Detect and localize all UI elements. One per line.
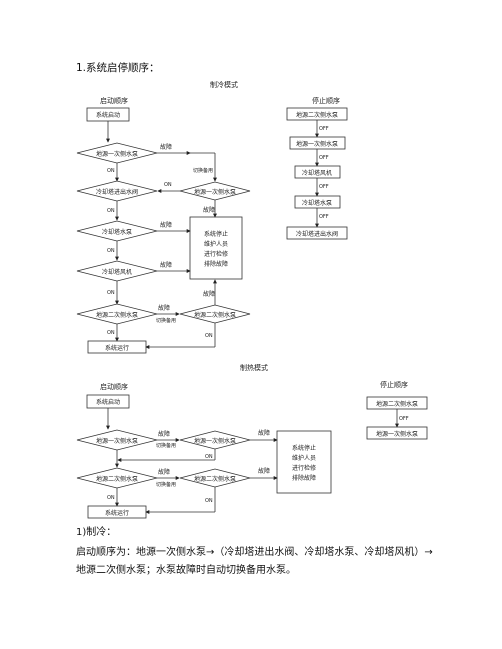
svg-text:故障: 故障: [258, 467, 270, 475]
svg-text:切换备用: 切换备用: [156, 481, 176, 488]
svg-text:冷却塔风机: 冷却塔风机: [302, 169, 332, 177]
heating-fault-line-2: 维护人员: [292, 454, 316, 462]
svg-text:故障: 故障: [203, 206, 215, 214]
svg-text:ON: ON: [205, 498, 213, 504]
heating-flowchart: 制热模式 启动顺序 停止顺序 系统启动 地源一次侧水泵 地源一次侧水泵 故障 切…: [76, 363, 428, 519]
cooling-fault-line-2: 维护人员: [204, 240, 228, 248]
svg-text:故障: 故障: [203, 290, 215, 298]
heating-title: 制热模式: [240, 363, 268, 372]
svg-text:ON: ON: [107, 290, 115, 296]
svg-text:地源一次侧水泵: 地源一次侧水泵: [376, 430, 418, 438]
paragraph-line-1: 启动顺序为：地源一次侧水泵→（冷却塔进出水阀、冷却塔水泵、冷却塔风机）→: [76, 547, 433, 558]
cooling-start-header: 启动顺序: [100, 96, 128, 105]
svg-text:OFF: OFF: [319, 214, 329, 220]
svg-text:地源二次侧水泵: 地源二次侧水泵: [96, 311, 138, 319]
cooling-fault-line-1: 系统停止: [204, 230, 228, 238]
heating-start-header: 启动顺序: [100, 382, 128, 391]
svg-text:故障: 故障: [158, 430, 170, 438]
svg-text:冷却塔水泵: 冷却塔水泵: [102, 228, 132, 236]
svg-text:OFF: OFF: [319, 126, 329, 132]
cooling-diamond-secondary-pump-standby: [179, 304, 251, 324]
svg-text:故障: 故障: [258, 429, 270, 437]
cooling-stop-step-5: [286, 226, 348, 240]
paragraph-line-2: 地源二次侧水泵；水泵故障时自动切换备用水泵。: [76, 565, 296, 576]
heating-stop-header: 停止顺序: [380, 380, 408, 389]
heating-fault-box: [276, 430, 332, 494]
svg-text:切换备用: 切换备用: [156, 317, 176, 324]
cooling-title: 制冷模式: [210, 80, 238, 89]
cooling-stop-step-4: [294, 195, 341, 209]
svg-text:故障: 故障: [160, 261, 172, 269]
svg-text:地源一次侧水泵: 地源一次侧水泵: [194, 437, 236, 445]
cooling-end-label: 系统运行: [105, 344, 129, 352]
svg-text:地源二次侧水泵: 地源二次侧水泵: [376, 400, 418, 408]
cooling-diamond-primary-pump-standby: [179, 181, 251, 201]
svg-text:地源一次侧水泵: 地源一次侧水泵: [96, 150, 138, 158]
svg-text:地源二次侧水泵: 地源二次侧水泵: [96, 475, 138, 483]
heating-fault-line-3: 进行检修: [292, 464, 316, 472]
heating-fault-line-4: 排除故障: [292, 474, 316, 482]
heating-stop-step-2: [366, 426, 428, 440]
svg-text:ON: ON: [107, 330, 115, 336]
cooling-diamond-tower-valve: [76, 180, 158, 202]
svg-text:地源二次侧水泵: 地源二次侧水泵: [194, 475, 236, 483]
svg-text:ON: ON: [107, 495, 115, 501]
svg-text:故障: 故障: [160, 221, 172, 229]
svg-text:ON: ON: [107, 248, 115, 254]
cooling-start-label: 系统启动: [96, 111, 120, 119]
svg-text:冷却塔进出水阀: 冷却塔进出水阀: [296, 230, 338, 238]
section-heading: 1.系统启停顺序：: [76, 62, 160, 74]
svg-text:ON: ON: [205, 454, 213, 460]
svg-text:切换备用: 切换备用: [156, 442, 176, 449]
svg-text:OFF: OFF: [399, 416, 409, 422]
cooling-fault-line-4: 排除故障: [204, 260, 228, 268]
svg-text:故障: 故障: [158, 304, 170, 312]
svg-text:故障: 故障: [160, 143, 172, 151]
heating-fault-line-1: 系统停止: [292, 444, 316, 452]
svg-text:地源一次侧水泵: 地源一次侧水泵: [194, 188, 236, 196]
cooling-stop-header: 停止顺序: [312, 96, 340, 105]
svg-text:ON: ON: [107, 208, 115, 214]
svg-text:地源一次侧水泵: 地源一次侧水泵: [296, 140, 338, 148]
heating-start-label: 系统启动: [96, 398, 120, 406]
svg-text:地源二次侧水泵: 地源二次侧水泵: [194, 311, 236, 319]
cooling-fault-line-3: 进行检修: [204, 250, 228, 258]
svg-text:OFF: OFF: [319, 184, 329, 190]
svg-text:OFF: OFF: [319, 155, 329, 161]
svg-text:ON: ON: [107, 168, 115, 174]
svg-text:故障: 故障: [158, 468, 170, 476]
section-1-title: 1)制冷：: [76, 527, 117, 538]
svg-text:ON: ON: [164, 182, 172, 188]
svg-text:切换备用: 切换备用: [193, 167, 213, 174]
cooling-stop-step-3: [294, 165, 341, 179]
cooling-end-box: [87, 340, 147, 354]
svg-text:冷却塔水泵: 冷却塔水泵: [302, 199, 332, 207]
cooling-flowchart: 制冷模式 启动顺序 停止顺序 系统启动 地源一次侧水泵 故障 切换备用 ON 冷…: [76, 80, 348, 354]
svg-text:冷却塔进出水阀: 冷却塔进出水阀: [96, 188, 138, 196]
svg-text:地源一次侧水泵: 地源一次侧水泵: [96, 437, 138, 445]
cooling-stop-step-2: [289, 136, 346, 150]
heating-end-label: 系统运行: [105, 509, 129, 517]
svg-text:ON: ON: [205, 333, 213, 339]
cooling-fault-box: [189, 216, 243, 280]
svg-text:冷却塔风机: 冷却塔风机: [102, 268, 132, 276]
heating-end-box: [87, 505, 147, 519]
svg-text:地源二次侧水泵: 地源二次侧水泵: [296, 111, 338, 119]
